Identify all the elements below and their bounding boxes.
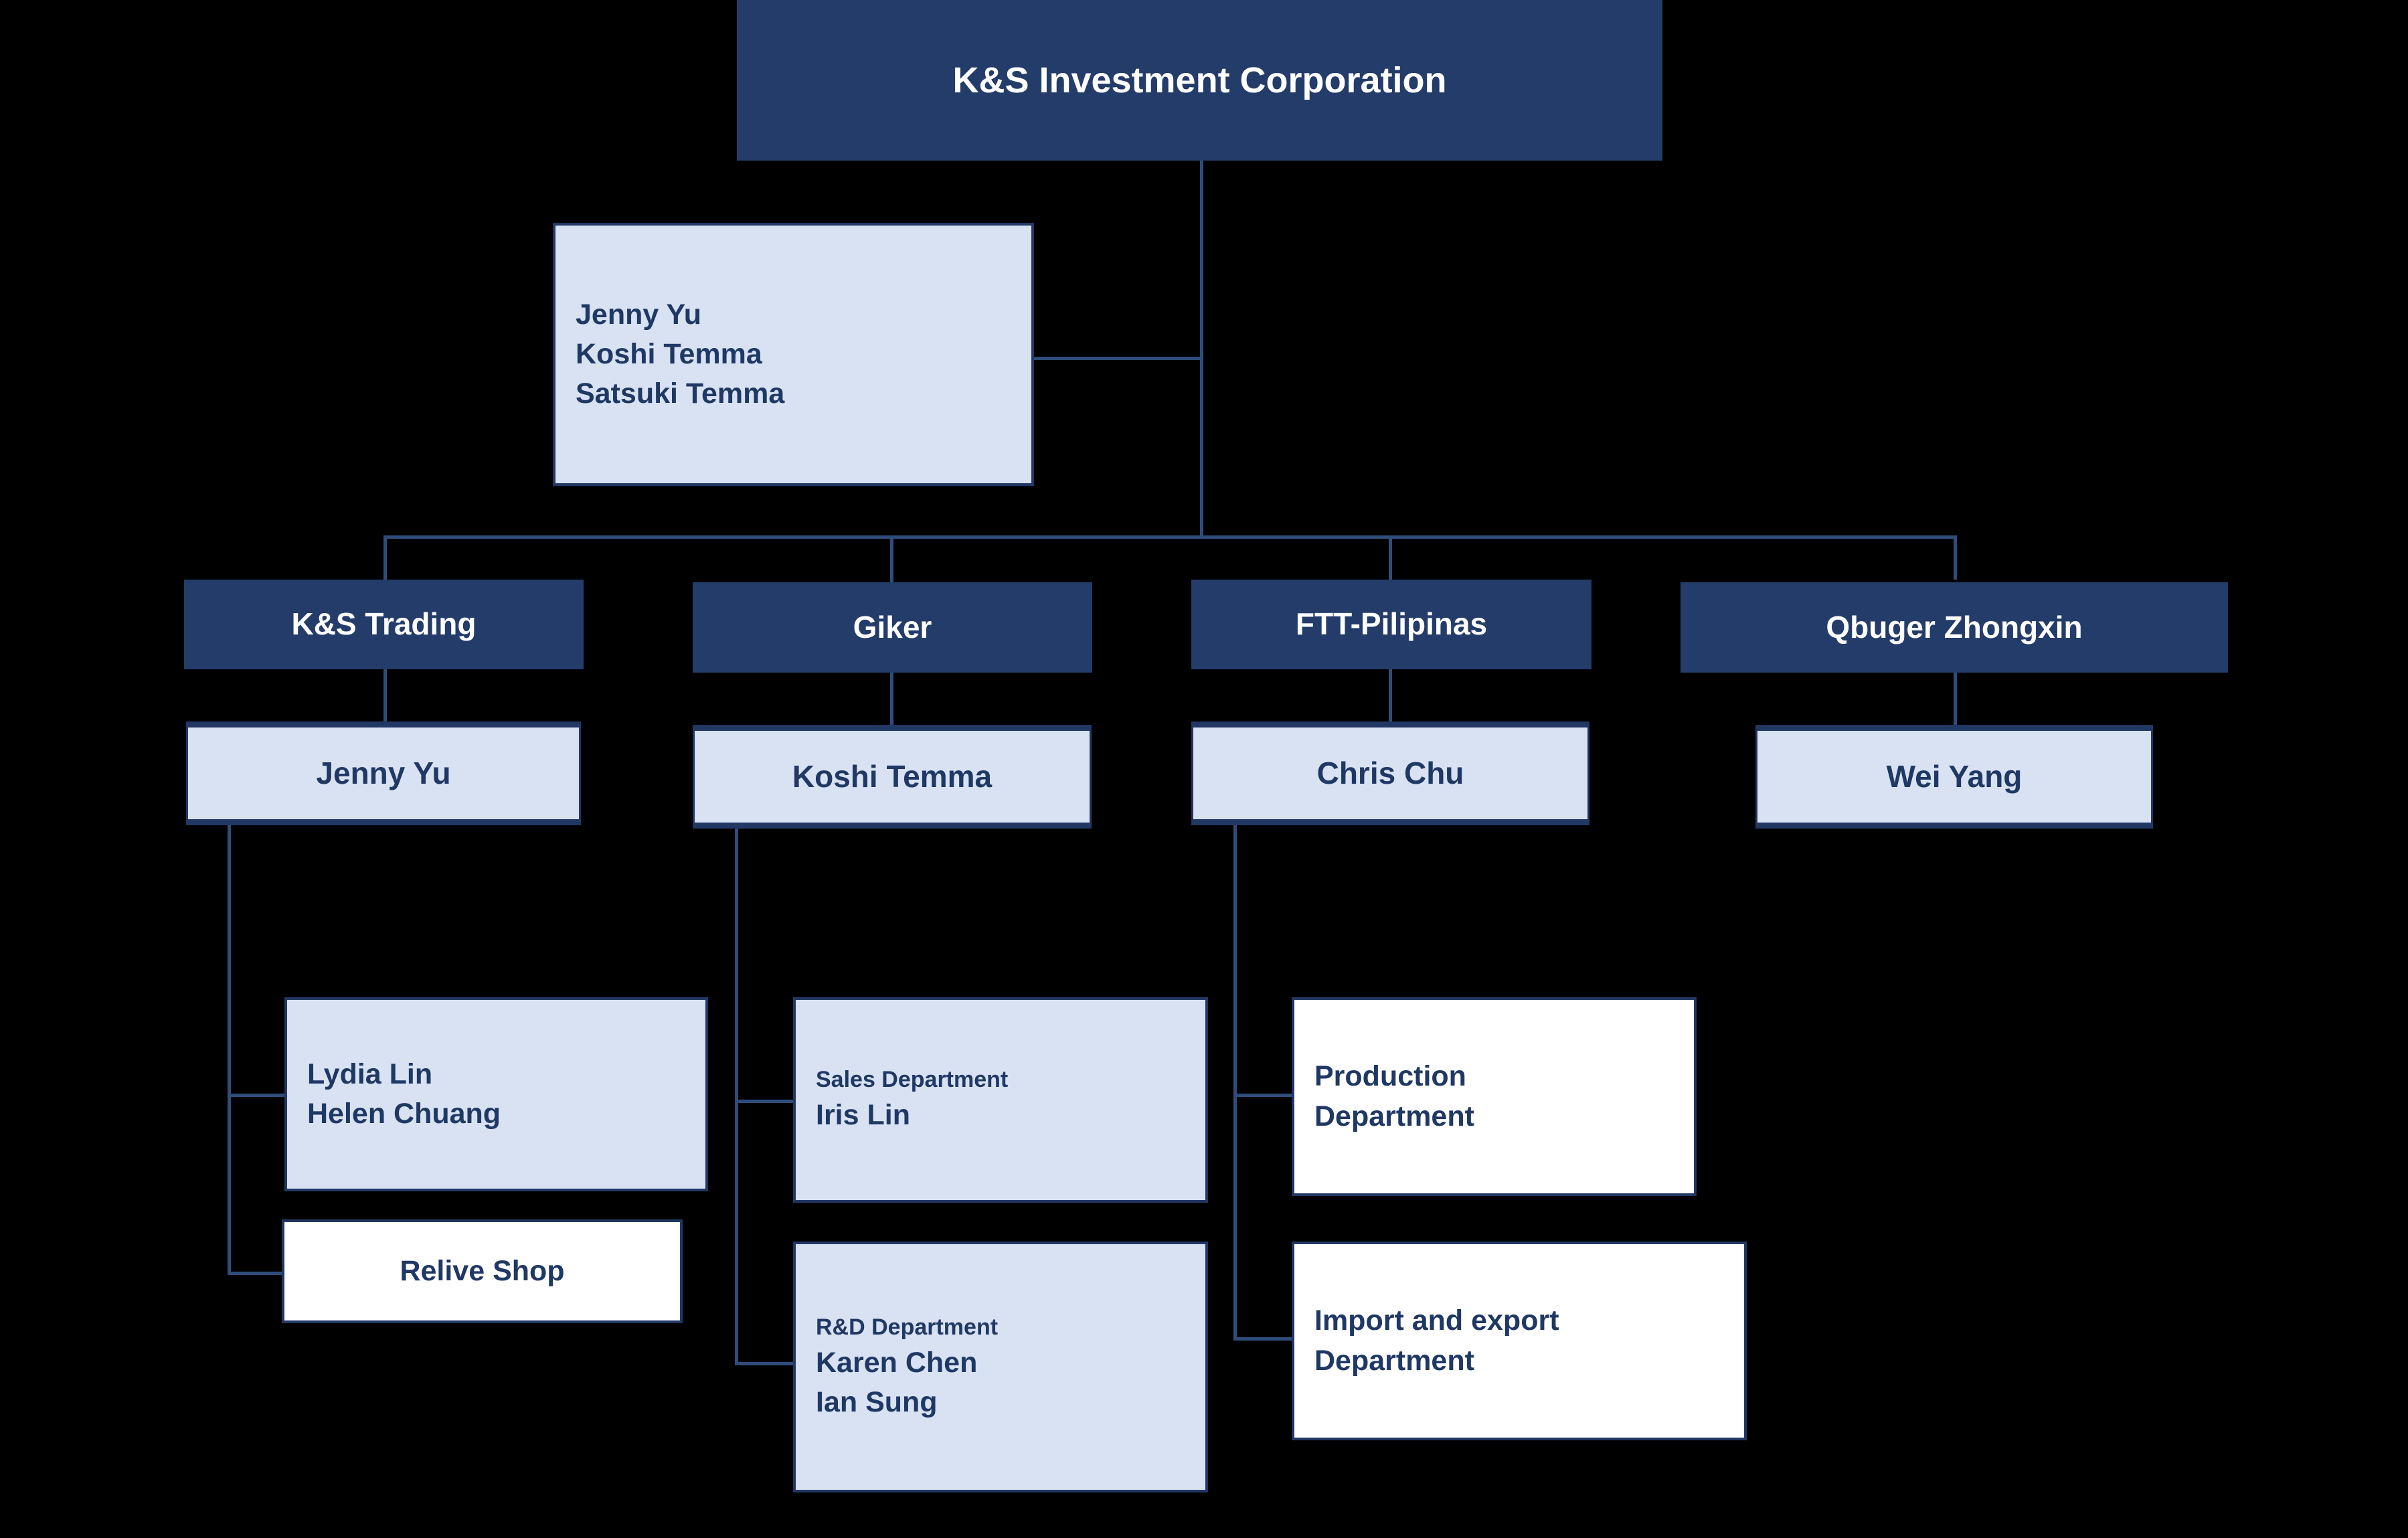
dept-sales-title: Sales Department xyxy=(816,1067,1009,1093)
connector-jenny-to-relive xyxy=(228,1272,284,1275)
connector-drop-ks-trading xyxy=(383,535,387,580)
connector-koshi-spine xyxy=(735,829,738,1364)
node-division-ks-trading[interactable]: K&S Trading xyxy=(184,580,584,669)
connector-division-bus xyxy=(383,535,1957,539)
connector-chris-to-import xyxy=(1233,1337,1294,1341)
node-dept-import-export[interactable]: Import and export Department xyxy=(1292,1242,1747,1440)
node-advisory-board[interactable]: Jenny Yu Koshi Temma Satsuki Temma xyxy=(553,223,1034,486)
connector-drop-ftt xyxy=(1389,535,1392,580)
dept-rnd-member-ian-sung: Ian Sung xyxy=(816,1385,938,1418)
manager-ks-trading-label: Jenny Yu xyxy=(316,755,451,790)
advisory-member-1: Jenny Yu xyxy=(576,298,702,331)
connector-advisory-stub xyxy=(1034,357,1203,360)
connector-giker-to-manager xyxy=(890,673,893,725)
team-member-lydia-lin: Lydia Lin xyxy=(307,1057,433,1090)
connector-jenny-spine xyxy=(228,825,231,1274)
connector-drop-giker xyxy=(890,535,893,582)
manager-qbuger-label: Wei Yang xyxy=(1886,758,2023,794)
connector-drop-qbuger xyxy=(1954,535,1957,580)
node-unit-relive-shop[interactable]: Relive Shop xyxy=(282,1219,683,1323)
dept-rnd-title: R&D Department xyxy=(816,1314,999,1340)
node-division-qbuger-zhongxin[interactable]: Qbuger Zhongxin xyxy=(1681,582,2228,673)
node-team-lydia-helen[interactable]: Lydia Lin Helen Chuang xyxy=(284,997,708,1191)
division-ftt-label: FTT-Pilipinas xyxy=(1295,606,1488,642)
node-dept-sales[interactable]: Sales Department Iris Lin xyxy=(793,997,1208,1203)
advisory-member-3: Satsuki Temma xyxy=(576,377,785,410)
node-manager-giker[interactable]: Koshi Temma xyxy=(693,725,1092,829)
dept-production-title-line2: Department xyxy=(1314,1100,1474,1132)
team-member-helen-chuang: Helen Chuang xyxy=(307,1098,501,1130)
division-ks-trading-label: K&S Trading xyxy=(291,606,477,642)
manager-ftt-label: Chris Chu xyxy=(1316,755,1464,790)
connector-qbuger-to-manager xyxy=(1954,673,1957,725)
connector-ftt-to-manager xyxy=(1389,669,1392,721)
node-division-ftt-pilipinas[interactable]: FTT-Pilipinas xyxy=(1191,580,1592,669)
connector-chris-to-production xyxy=(1233,1094,1294,1097)
manager-giker-label: Koshi Temma xyxy=(792,758,993,794)
node-manager-qbuger-zhongxin[interactable]: Wei Yang xyxy=(1755,725,2153,829)
division-qbuger-label: Qbuger Zhongxin xyxy=(1826,609,2083,645)
connector-chris-spine xyxy=(1233,825,1237,1340)
dept-import-export-title-line2: Department xyxy=(1314,1344,1474,1377)
dept-rnd-member-karen-chen: Karen Chen xyxy=(816,1346,978,1379)
dept-production-title-line1: Production xyxy=(1314,1060,1466,1093)
node-manager-ks-trading[interactable]: Jenny Yu xyxy=(186,721,581,825)
connector-koshi-to-sales xyxy=(735,1100,796,1103)
root-company-label: K&S Investment Corporation xyxy=(952,60,1447,100)
node-dept-rnd[interactable]: R&D Department Karen Chen Ian Sung xyxy=(793,1242,1208,1492)
division-giker-label: Giker xyxy=(853,609,932,645)
connector-jenny-to-lydia-group xyxy=(228,1094,288,1097)
node-manager-ftt-pilipinas[interactable]: Chris Chu xyxy=(1191,721,1589,825)
node-division-giker[interactable]: Giker xyxy=(693,582,1092,673)
node-root-company[interactable]: K&S Investment Corporation xyxy=(737,0,1662,161)
advisory-member-2: Koshi Temma xyxy=(576,337,762,370)
node-dept-production[interactable]: Production Department xyxy=(1292,997,1697,1196)
dept-import-export-title-line1: Import and export xyxy=(1314,1304,1559,1337)
unit-relive-shop-label: Relive Shop xyxy=(400,1254,565,1287)
connector-ks-trading-to-manager xyxy=(383,669,387,721)
connector-root-trunk xyxy=(1200,161,1203,538)
dept-sales-member-iris-lin: Iris Lin xyxy=(816,1099,910,1132)
connector-koshi-to-rnd xyxy=(735,1362,796,1365)
